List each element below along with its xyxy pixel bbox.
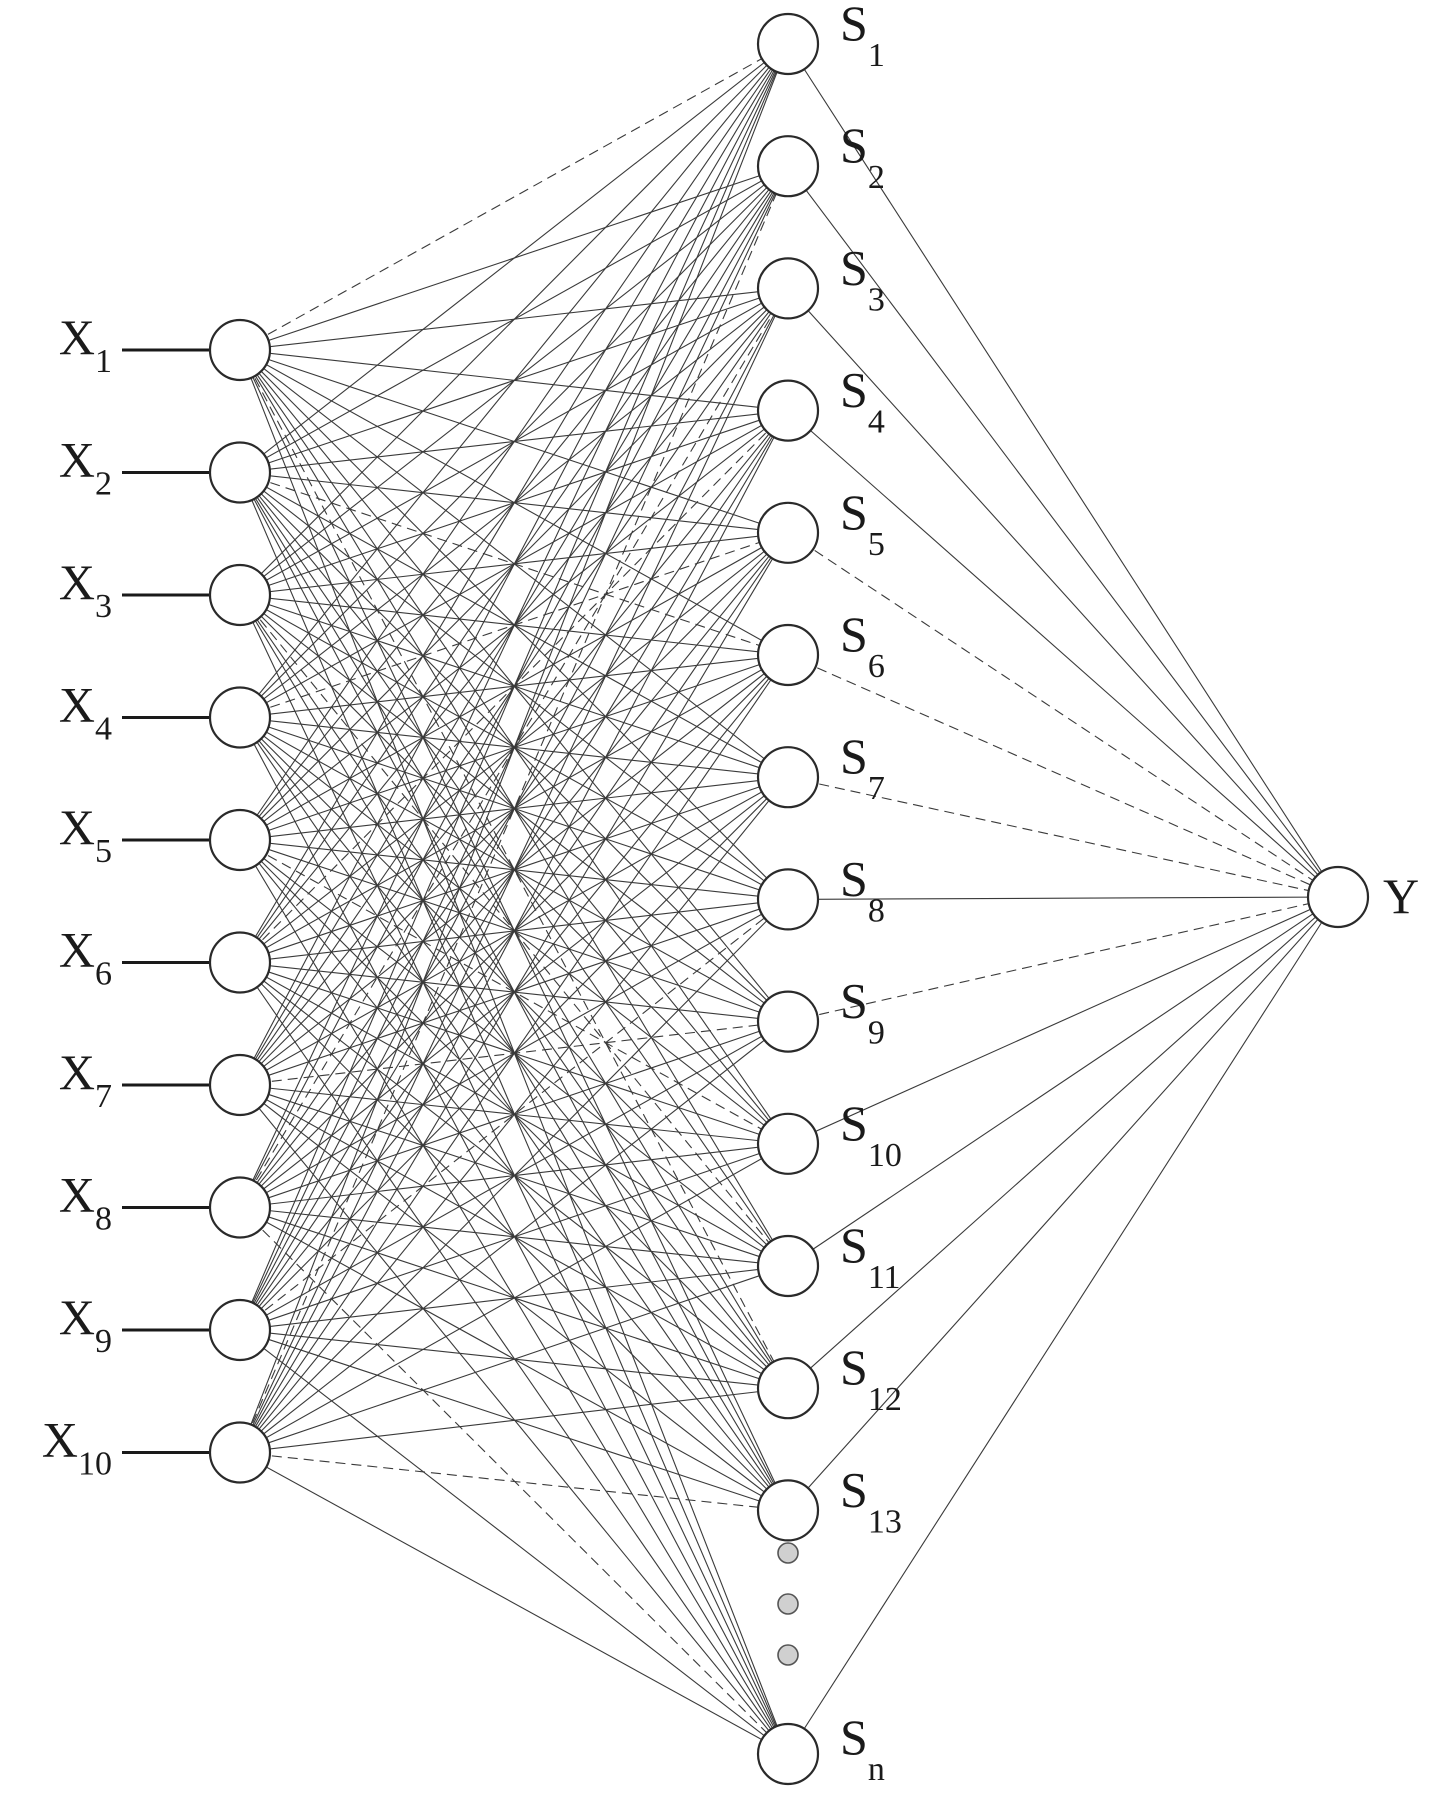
input-label-x3: X3 [59, 554, 112, 625]
hidden-node-s3 [756, 257, 820, 320]
input-leads [122, 348, 210, 1454]
edge-x10-s3 [239, 288, 789, 1453]
input-label-x7: X7 [59, 1044, 112, 1115]
input-node-x6 [208, 931, 272, 994]
hidden-label-s8: S8 [840, 850, 885, 929]
hidden-node-s1 [756, 12, 820, 76]
output-label-y: Y [1383, 868, 1419, 924]
edge-x10-s5 [239, 532, 789, 1453]
connection-edges [239, 43, 1339, 1755]
edge-s9-y [787, 896, 1339, 1023]
edge-x10-sn [239, 1452, 789, 1755]
input-node-x4 [208, 686, 272, 749]
edge-s6-y [787, 654, 1339, 898]
hidden-label-s13: S13 [840, 1461, 902, 1540]
input-node-x7 [208, 1053, 272, 1117]
edge-s2-y [787, 165, 1339, 898]
edge-x10-s1 [239, 43, 789, 1453]
edge-x10-s7 [239, 776, 789, 1453]
input-node-x1 [208, 318, 272, 382]
ellipsis-dot [777, 1644, 799, 1666]
hidden-label-s4: S4 [840, 362, 885, 441]
hidden-label-s6: S6 [840, 606, 885, 685]
input-label-x8: X8 [59, 1167, 112, 1238]
hidden-node-s7 [756, 746, 820, 809]
edge-x10-s2 [239, 165, 789, 1453]
edge-s10-y [787, 896, 1339, 1145]
input-node-x3 [208, 563, 272, 627]
hidden-node-s11 [756, 1234, 820, 1298]
network-nodes [208, 12, 1370, 1786]
hidden-node-sn [756, 1722, 820, 1786]
edge-x8-s1 [239, 43, 789, 1208]
input-node-x9 [208, 1298, 272, 1362]
hidden-label-s1: S1 [840, 0, 885, 74]
hidden-label-sn: Sn [840, 1709, 885, 1788]
edge-s12-y [787, 896, 1339, 1389]
edge-x4-s1 [239, 43, 789, 718]
edge-x10-s10 [239, 1143, 789, 1453]
hidden-node-s5 [756, 501, 820, 564]
input-label-x5: X5 [59, 799, 112, 870]
edge-x10-s8 [239, 899, 789, 1453]
hidden-node-s12 [756, 1357, 820, 1420]
edge-s4-y [787, 410, 1339, 898]
hidden-label-s5: S5 [840, 484, 885, 563]
edge-s8-y [787, 896, 1339, 900]
edge-s3-y [787, 288, 1339, 898]
edge-x10-s13 [239, 1451, 789, 1511]
input-label-x1: X1 [59, 309, 112, 380]
edge-s5-y [787, 532, 1339, 898]
ellipsis-dot [777, 1593, 799, 1615]
edge-x9-s3 [239, 288, 789, 1331]
hidden-label-s10: S10 [840, 1095, 902, 1174]
edge-x10-s6 [239, 654, 789, 1453]
edge-x7-s1 [239, 43, 789, 1086]
edge-x7-sn [239, 1084, 789, 1755]
hidden-label-s7: S7 [840, 728, 885, 807]
edge-sn-y [787, 896, 1339, 1755]
hidden-node-s4 [756, 379, 820, 442]
edge-x8-sn [239, 1207, 789, 1755]
hidden-node-s6 [756, 623, 820, 687]
input-node-x5 [208, 808, 272, 872]
hidden-node-s13 [756, 1479, 820, 1542]
edge-x10-s9 [239, 1021, 789, 1453]
hidden-label-s12: S12 [840, 1339, 902, 1418]
output-node-y [1306, 865, 1370, 929]
edge-x1-s1 [239, 43, 789, 351]
edge-s11-y [787, 896, 1339, 1267]
hidden-label-s9: S9 [840, 973, 885, 1052]
edge-x10-s11 [239, 1265, 789, 1454]
edge-s1-y [787, 43, 1339, 898]
edge-s7-y [787, 776, 1339, 898]
edge-x6-sn [239, 962, 789, 1755]
hidden-label-s11: S11 [840, 1217, 901, 1296]
edge-x2-s1 [239, 43, 789, 473]
edge-x6-s1 [239, 43, 789, 963]
edge-x3-s1 [239, 43, 789, 596]
hidden-node-s8 [756, 868, 820, 931]
hidden-node-s10 [756, 1112, 820, 1175]
hidden-node-s9 [756, 990, 820, 1053]
input-label-x10: X10 [42, 1412, 112, 1483]
input-label-x2: X2 [59, 432, 112, 503]
input-node-x2 [208, 441, 272, 504]
hidden-label-s3: S3 [840, 239, 885, 318]
ellipsis-dot [777, 1542, 799, 1564]
edge-x5-s1 [239, 43, 789, 841]
hidden-node-s2 [756, 135, 820, 198]
input-node-x8 [208, 1176, 272, 1239]
input-label-x9: X9 [59, 1289, 112, 1360]
input-label-x6: X6 [59, 922, 112, 993]
hidden-label-s2: S2 [840, 117, 885, 196]
edge-s13-y [787, 896, 1339, 1511]
edge-x10-s12 [239, 1387, 789, 1454]
input-node-x10 [208, 1421, 272, 1484]
edge-x9-s1 [239, 43, 789, 1331]
edge-x10-s4 [239, 410, 789, 1453]
input-label-x4: X4 [59, 677, 112, 748]
